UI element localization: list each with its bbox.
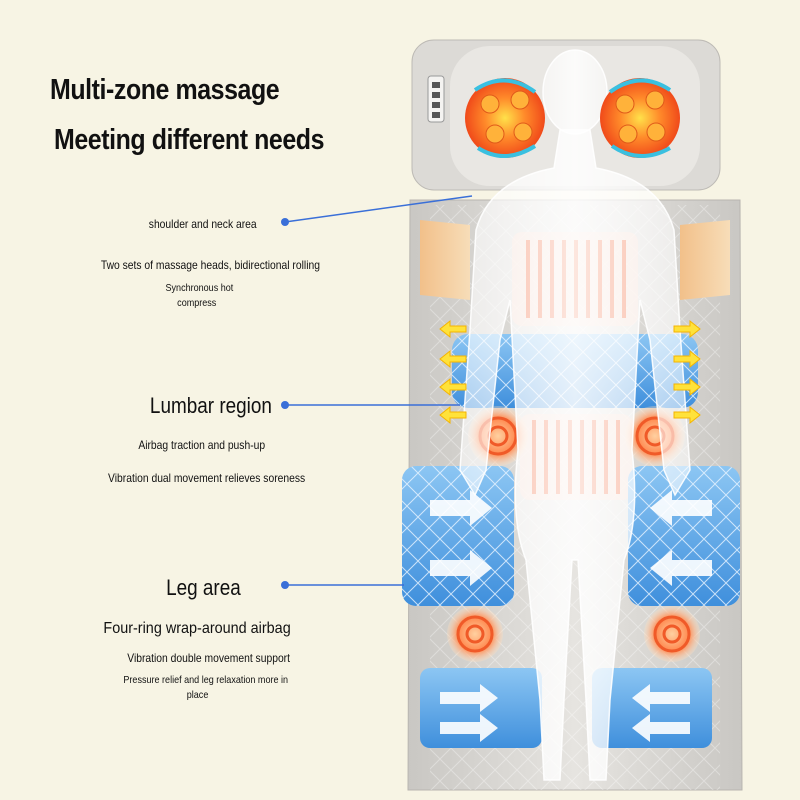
body-silhouette — [459, 49, 691, 781]
airbag-arrows — [430, 490, 712, 742]
page-title: Multi-zone massage — [50, 74, 280, 106]
leg-zone-desc3b: place — [186, 689, 209, 701]
leg-zone-desc3a: Pressure relief and leg relaxation more … — [123, 674, 289, 686]
knee-vibration-rings — [447, 606, 700, 662]
shoulder-zone-label: shoulder and neck area — [148, 217, 257, 231]
leg-zone-desc2: Vibration double movement support — [127, 651, 290, 665]
lumbar-zone-label: Lumbar region — [149, 393, 272, 418]
shoulder-zone-desc: Two sets of massage heads, bidirectional… — [100, 258, 320, 272]
lumbar-zone-desc: Airbag traction and push-up — [138, 438, 266, 452]
leg-zone-desc: Four-ring wrap-around airbag — [103, 620, 291, 637]
shoulder-pad-right — [680, 220, 730, 300]
massage-roller-icon — [465, 78, 680, 158]
page-subtitle: Meeting different needs — [54, 124, 325, 156]
leg-zone-label: Leg area — [166, 575, 241, 600]
lumbar-zone-desc2: Vibration dual movement relieves sorenes… — [108, 471, 306, 485]
arrow-icon — [439, 319, 701, 425]
shoulder-pad-left — [420, 220, 470, 300]
shoulder-zone-desc2a: Synchronous hot — [165, 282, 234, 294]
shoulder-zone-desc2b: compress — [177, 297, 217, 309]
